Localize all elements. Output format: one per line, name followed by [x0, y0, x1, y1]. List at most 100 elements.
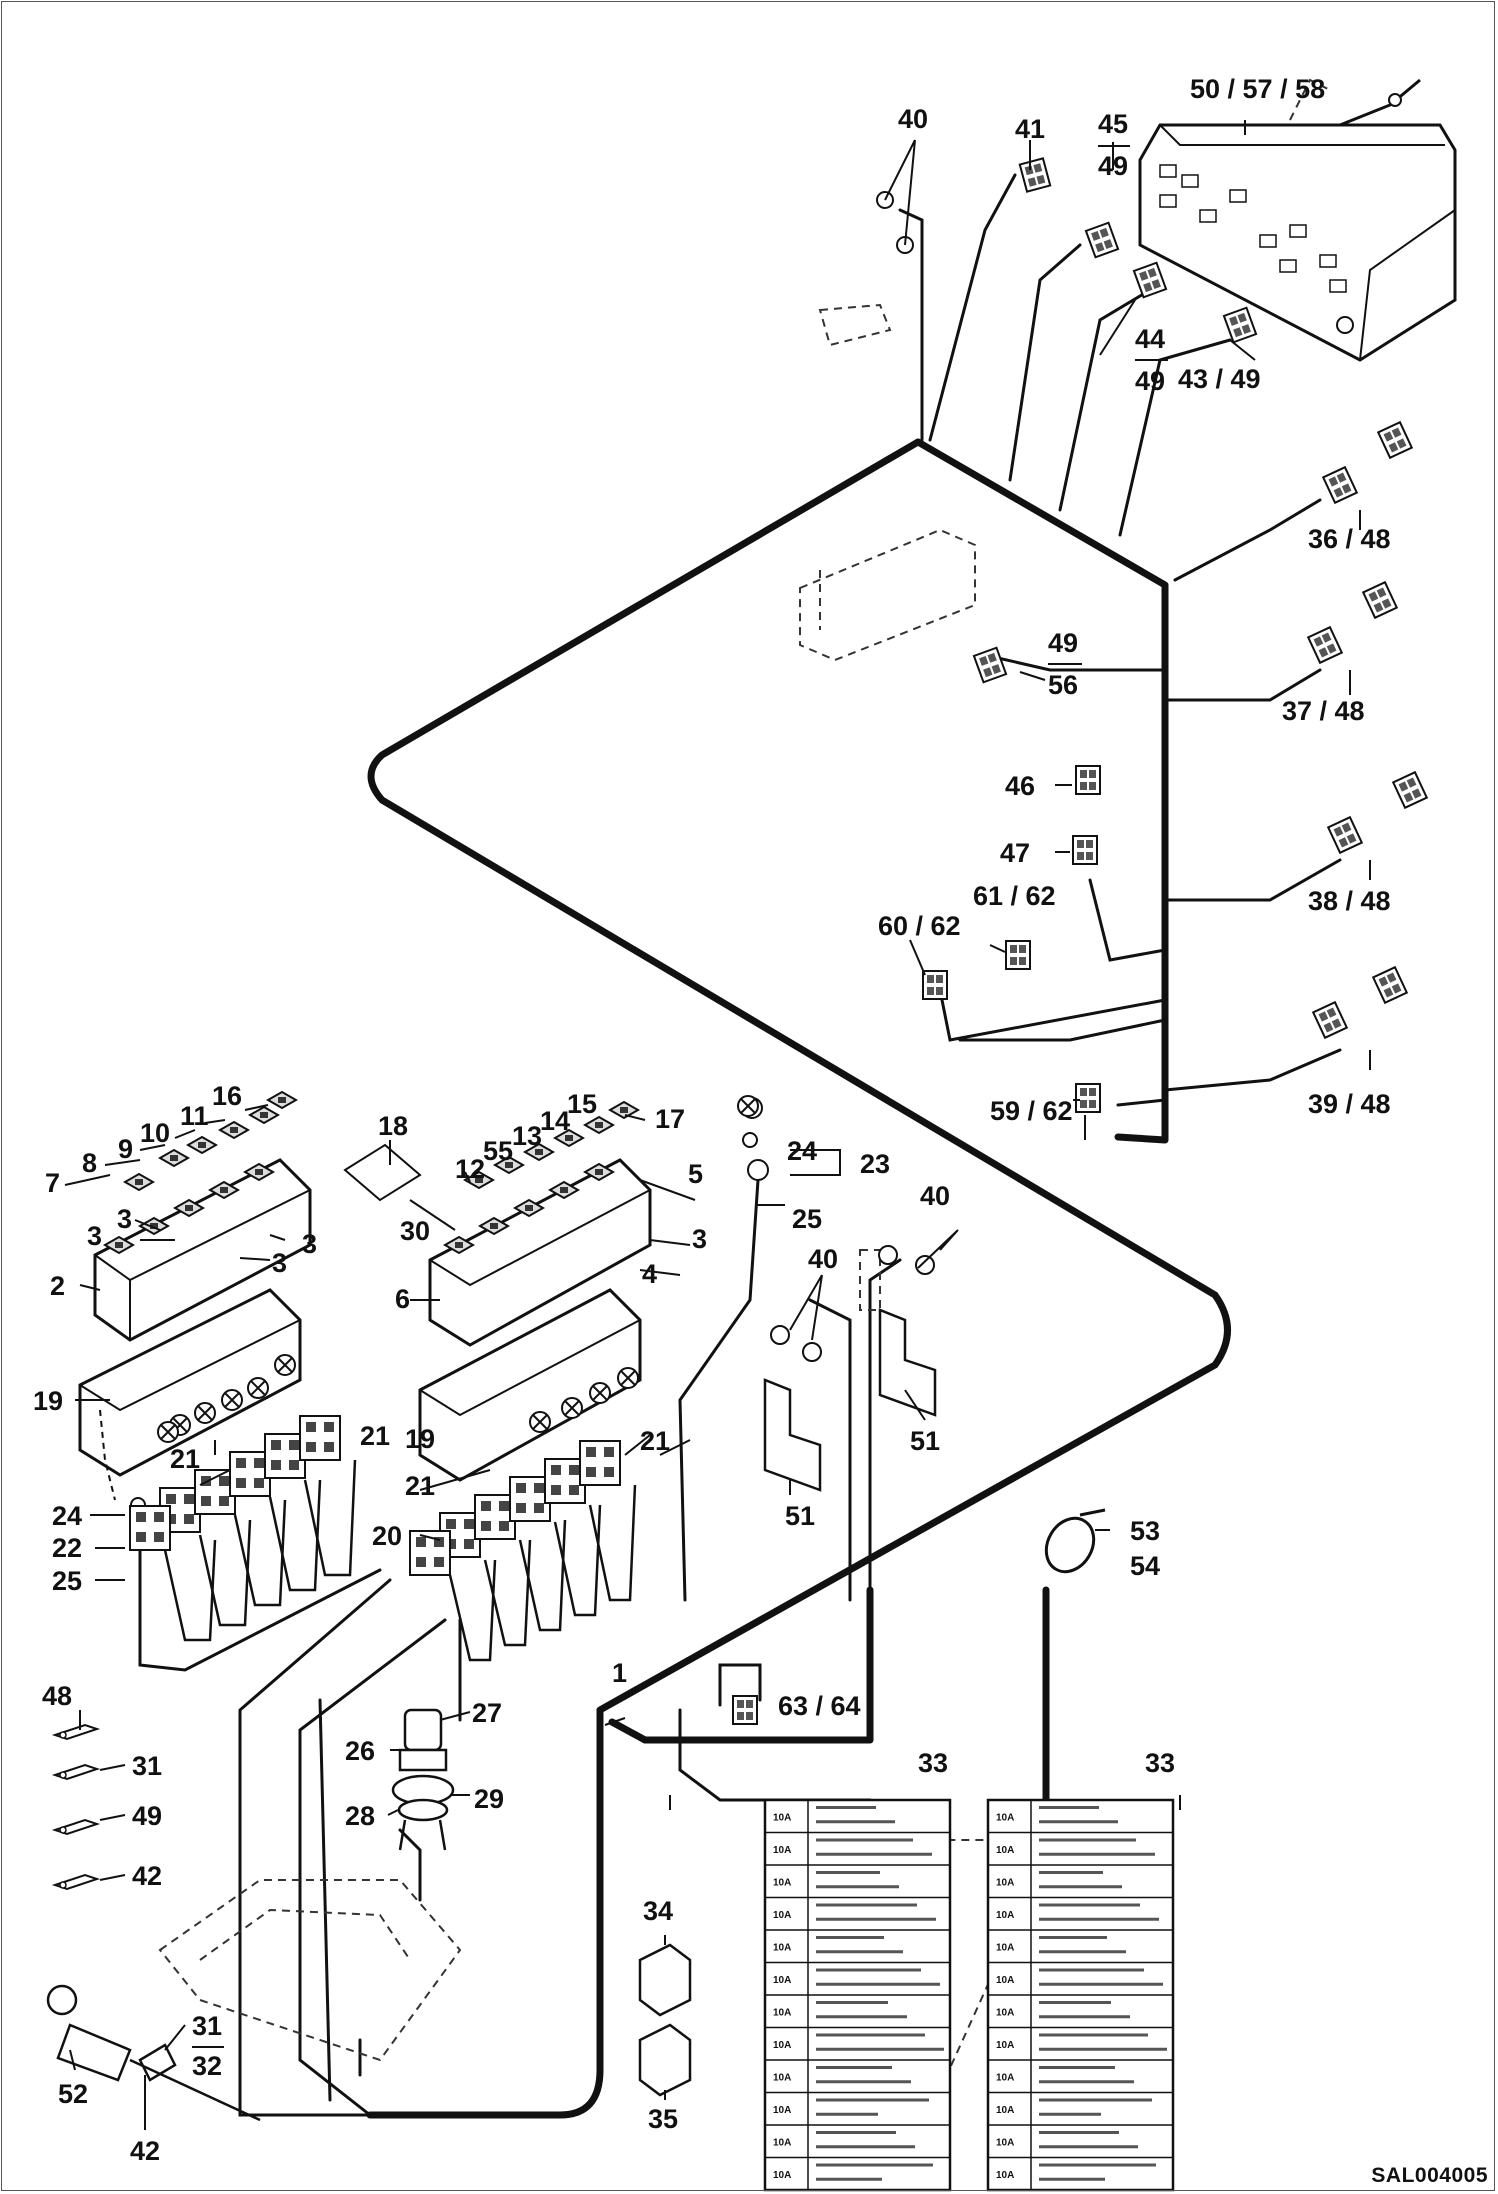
fuse-row-left-rating: 10A	[773, 2170, 791, 2181]
callout-56: 56	[1048, 670, 1078, 700]
fuse-row-right-rating: 10A	[996, 2170, 1014, 2181]
fuse-row-right-rating: 10A	[996, 1812, 1014, 1823]
callout-49: 49	[132, 1801, 162, 1831]
callout-20: 20	[372, 1521, 402, 1551]
fuse-row-left-description-mark	[816, 1806, 876, 1809]
fuse-row-left-description-mark	[816, 2098, 929, 2102]
cable-tie	[1044, 1508, 1106, 1574]
callout-2: 2	[50, 1271, 65, 1301]
callout-19: 19	[405, 1424, 435, 1454]
callout-31: 31	[132, 1751, 162, 1781]
fuse-row-right-rating: 10A	[996, 1845, 1014, 1856]
fuse-row-left-description-mark	[816, 2080, 911, 2084]
fuse-row-left-description-mark	[816, 1838, 913, 1842]
fuse-row-right-description-mark	[1039, 2145, 1138, 2149]
callout-12: 12	[455, 1154, 485, 1184]
fuse-row-left-description-mark	[816, 1968, 921, 1972]
callout-42: 42	[132, 1861, 162, 1891]
blank-plate	[343, 1143, 422, 1202]
fuse-row-right-rating: 10A	[996, 2040, 1014, 2051]
fuse-row-right-rating: 10A	[996, 2007, 1014, 2018]
fuse-row-left-rating: 10A	[773, 1877, 791, 1888]
fuse-row-left-description-mark	[816, 2015, 907, 2019]
callout-46: 46	[1005, 771, 1035, 801]
fuse-row-right-rating: 10A	[996, 2137, 1014, 2148]
callout-13: 13	[512, 1121, 542, 1151]
fuse-row-right-description-mark	[1039, 2066, 1115, 2069]
fuse-row-left-description-mark	[816, 2131, 896, 2134]
callout-40: 40	[898, 104, 928, 134]
callout-40: 40	[920, 1181, 950, 1211]
callout-19: 19	[33, 1386, 63, 1416]
callout-labels: 40 41 45 49 50 / 57 / 58 44 49 43 / 49 3…	[33, 74, 1391, 2166]
relay-wire-loops	[163, 1459, 637, 1662]
callout-49: 49	[1098, 151, 1128, 181]
callout-61-62: 61 / 62	[973, 881, 1056, 911]
fuse-row-left-description-mark	[816, 2112, 878, 2116]
callout-55: 55	[483, 1136, 513, 1166]
fuse-row-left-description-mark	[816, 1885, 899, 1889]
callout-29: 29	[474, 1784, 504, 1814]
callout-24: 24	[52, 1501, 82, 1531]
callout-21: 21	[360, 1421, 390, 1451]
fuse-row-right-description-mark	[1039, 2131, 1119, 2134]
callout-50-57-58: 50 / 57 / 58	[1190, 74, 1325, 104]
fuse-row-left-description-mark	[816, 1820, 895, 1824]
callout-25: 25	[792, 1204, 822, 1234]
callout-7: 7	[45, 1168, 60, 1198]
callout-14: 14	[540, 1106, 570, 1136]
fuse-row-left-rating: 10A	[773, 1812, 791, 1823]
leader-lines	[64, 120, 1371, 2130]
callout-10: 10	[140, 1118, 170, 1148]
callout-3: 3	[272, 1248, 287, 1278]
fuse-row-right-description-mark	[1039, 2163, 1156, 2167]
callout-8: 8	[82, 1148, 97, 1178]
drawing-reference: SAL004005	[1371, 2164, 1488, 2187]
fuse-row-right-description-mark	[1039, 2177, 1105, 2181]
callout-35: 35	[648, 2104, 678, 2134]
fuse-row-right-rating: 10A	[996, 1877, 1014, 1888]
callout-9: 9	[118, 1134, 133, 1164]
fuse-row-right-description-mark	[1039, 2047, 1167, 2051]
fuse-row-left-rating: 10A	[773, 1910, 791, 1921]
callout-31: 31	[192, 2011, 222, 2041]
callout-39-48: 39 / 48	[1308, 1089, 1391, 1119]
fuse-row-right-rating: 10A	[996, 1910, 1014, 1921]
callout-21: 21	[170, 1444, 200, 1474]
callout-22: 22	[52, 1533, 82, 1563]
fuse-row-right-description-mark	[1039, 1936, 1107, 1939]
callout-21: 21	[640, 1426, 670, 1456]
fuse-row-right-description-mark	[1039, 2001, 1111, 2004]
callout-33: 33	[918, 1748, 948, 1778]
fuse-row-left-description-mark	[816, 2177, 882, 2181]
callout-6: 6	[395, 1284, 410, 1314]
switch-panel-left	[78, 1158, 312, 1477]
callout-3: 3	[302, 1229, 317, 1259]
fuse-row-left-description-mark	[816, 2047, 944, 2051]
fuse-row-left-description-mark	[816, 1917, 936, 1921]
fuse-row-left-description-mark	[816, 1982, 940, 1986]
fuse-row-right-description-mark	[1039, 2033, 1148, 2037]
fuse-row-left-rating: 10A	[773, 2105, 791, 2116]
ignition-switch	[391, 1708, 455, 1851]
callout-3: 3	[692, 1224, 707, 1254]
fuse-row-left-description-mark	[816, 2033, 925, 2037]
fuse-row-right-description-mark	[1039, 2112, 1101, 2116]
fuse-row-right-description-mark	[1039, 2098, 1152, 2102]
callout-51: 51	[910, 1426, 940, 1456]
fuse-row-left-description-mark	[816, 2066, 892, 2069]
mounting-brackets	[763, 1308, 937, 1492]
callout-23: 23	[860, 1149, 890, 1179]
callout-44: 44	[1135, 324, 1165, 354]
fuse-row-left-rating: 10A	[773, 1942, 791, 1953]
fuse-row-right-rating: 10A	[996, 2072, 1014, 2083]
callout-30: 30	[400, 1216, 430, 1246]
fuse-row-right-description-mark	[1039, 1950, 1126, 1954]
callout-4: 4	[642, 1259, 657, 1289]
control-unit-box	[1138, 78, 1457, 362]
fuse-row-left-rating: 10A	[773, 1975, 791, 1986]
callout-38-48: 38 / 48	[1308, 886, 1391, 916]
callout-45: 45	[1098, 109, 1128, 139]
callout-32: 32	[192, 2051, 222, 2081]
callout-33: 33	[1145, 1748, 1175, 1778]
